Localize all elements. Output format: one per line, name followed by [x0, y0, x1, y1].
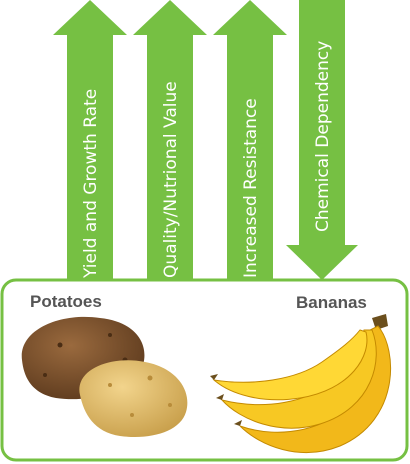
arrow-yield-growth: Yield and Growth Rate — [53, 0, 127, 280]
arrow-label-chemical: Chemical Dependency — [313, 41, 333, 232]
arrow-label-yield: Yield and Growth Rate — [81, 89, 101, 279]
potato-icon — [21, 316, 188, 437]
arrow-quality-nutrition: Quality/Nutrional Value — [133, 0, 207, 280]
arrow-label-quality: Quality/Nutrional Value — [161, 81, 181, 278]
down-arrow-shape — [286, 0, 358, 280]
crop-label-bananas: Bananas — [296, 293, 367, 312]
up-arrow-shape — [133, 0, 207, 280]
up-arrow-shape — [53, 0, 127, 280]
potato-light — [79, 360, 188, 437]
arrow-increased-resistance: Increased Resistance — [213, 0, 287, 280]
banana-front — [212, 329, 368, 401]
crop-label-potatoes: Potatoes — [30, 292, 102, 311]
banana-icon — [210, 314, 392, 454]
arrow-label-resistance: Increased Resistance — [241, 98, 261, 278]
up-arrow-shape — [213, 0, 287, 280]
arrow-chemical-dependency: Chemical Dependency — [286, 0, 358, 280]
